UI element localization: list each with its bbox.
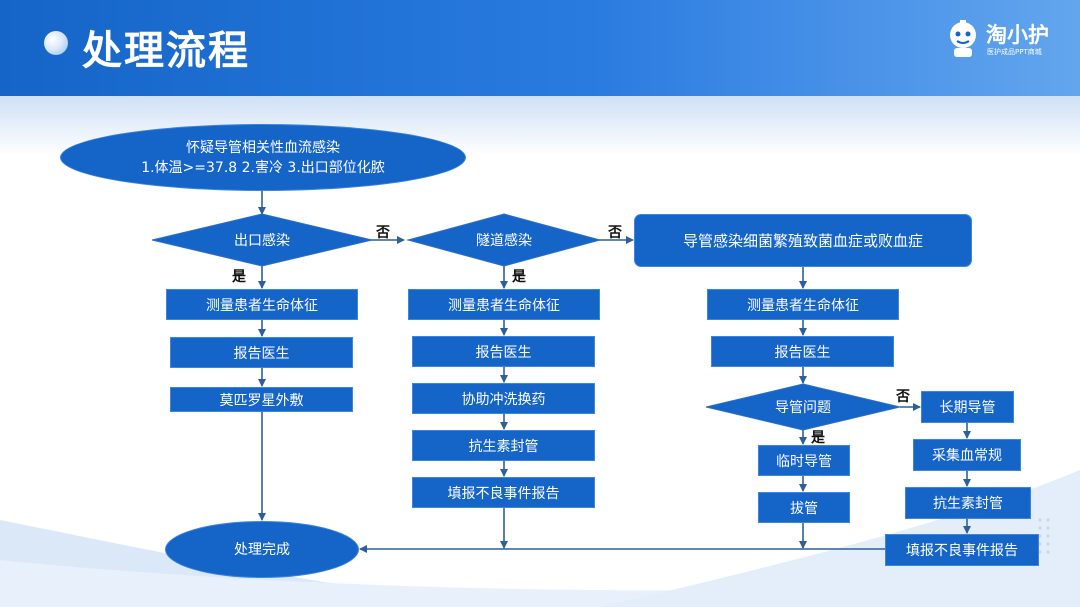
label-no-tunnel: 否	[608, 225, 622, 241]
nurse-mascot-icon	[950, 20, 976, 57]
decision-catheter-issue: 导管问题	[775, 400, 831, 416]
end-node: 处理完成	[165, 521, 359, 578]
col1-step-mupirocin: 莫匹罗星外敷	[170, 387, 353, 412]
col2-step-flush: 协助冲洗换药	[412, 383, 595, 414]
label-yes-exit: 是	[232, 269, 246, 285]
long-antibiotic-lock-node: 抗生素封管	[905, 487, 1031, 519]
logo-name: 淘小护	[986, 23, 1049, 47]
start-node: 怀疑导管相关性血流感染 1.体温>=37.8 2.害冷 3.出口部位化脓	[60, 124, 466, 191]
blood-routine-node: 采集血常规	[913, 439, 1021, 471]
long-adverse-report-node: 填报不良事件报告	[885, 534, 1039, 566]
remove-catheter-node: 拔管	[758, 492, 850, 523]
temp-catheter-node: 临时导管	[758, 445, 850, 476]
logo-tagline: 医护成品PPT商城	[987, 48, 1042, 56]
bacteremia-node: 导管感染细菌繁殖致菌血症或败血症	[634, 214, 972, 267]
col1-step-report: 报告医生	[170, 337, 353, 368]
decision-shapes	[151, 213, 901, 431]
start-node-line1: 怀疑导管相关性血流感染	[186, 139, 340, 156]
page-title: 处理流程	[82, 27, 250, 74]
col2-step-report: 报告医生	[412, 336, 595, 367]
dot-grid-decoration	[1038, 518, 1050, 554]
col3-step-vitals: 测量患者生命体征	[707, 289, 899, 320]
header-bar: 处理流程 淘小护 医护成品PPT商城	[0, 0, 1080, 96]
col2-step-antibiotic-lock: 抗生素封管	[412, 430, 595, 461]
label-no-catheter: 否	[896, 389, 910, 405]
brand-logo: 淘小护 医护成品PPT商城	[944, 18, 1064, 62]
label-yes-tunnel: 是	[512, 269, 526, 285]
decision-tunnel-infection: 隧道感染	[476, 233, 532, 249]
long-catheter-node: 长期导管	[921, 391, 1014, 423]
decision-tunnel-shape	[406, 213, 602, 267]
label-yes-catheter: 是	[811, 430, 825, 446]
col3-step-report: 报告医生	[711, 336, 894, 367]
end-node-label: 处理完成	[234, 541, 290, 558]
title-bullet-icon	[44, 31, 68, 55]
start-node-line2: 1.体温>=37.8 2.害冷 3.出口部位化脓	[141, 159, 385, 176]
decision-exit-infection: 出口感染	[234, 233, 290, 249]
decision-exit-shape	[151, 213, 373, 267]
label-no-exit: 否	[376, 225, 390, 241]
col2-step-adverse-report: 填报不良事件报告	[412, 477, 595, 508]
decision-catheter-shape	[705, 383, 901, 431]
col2-step-vitals: 测量患者生命体征	[408, 289, 600, 320]
col1-step-vitals: 测量患者生命体征	[166, 289, 358, 320]
